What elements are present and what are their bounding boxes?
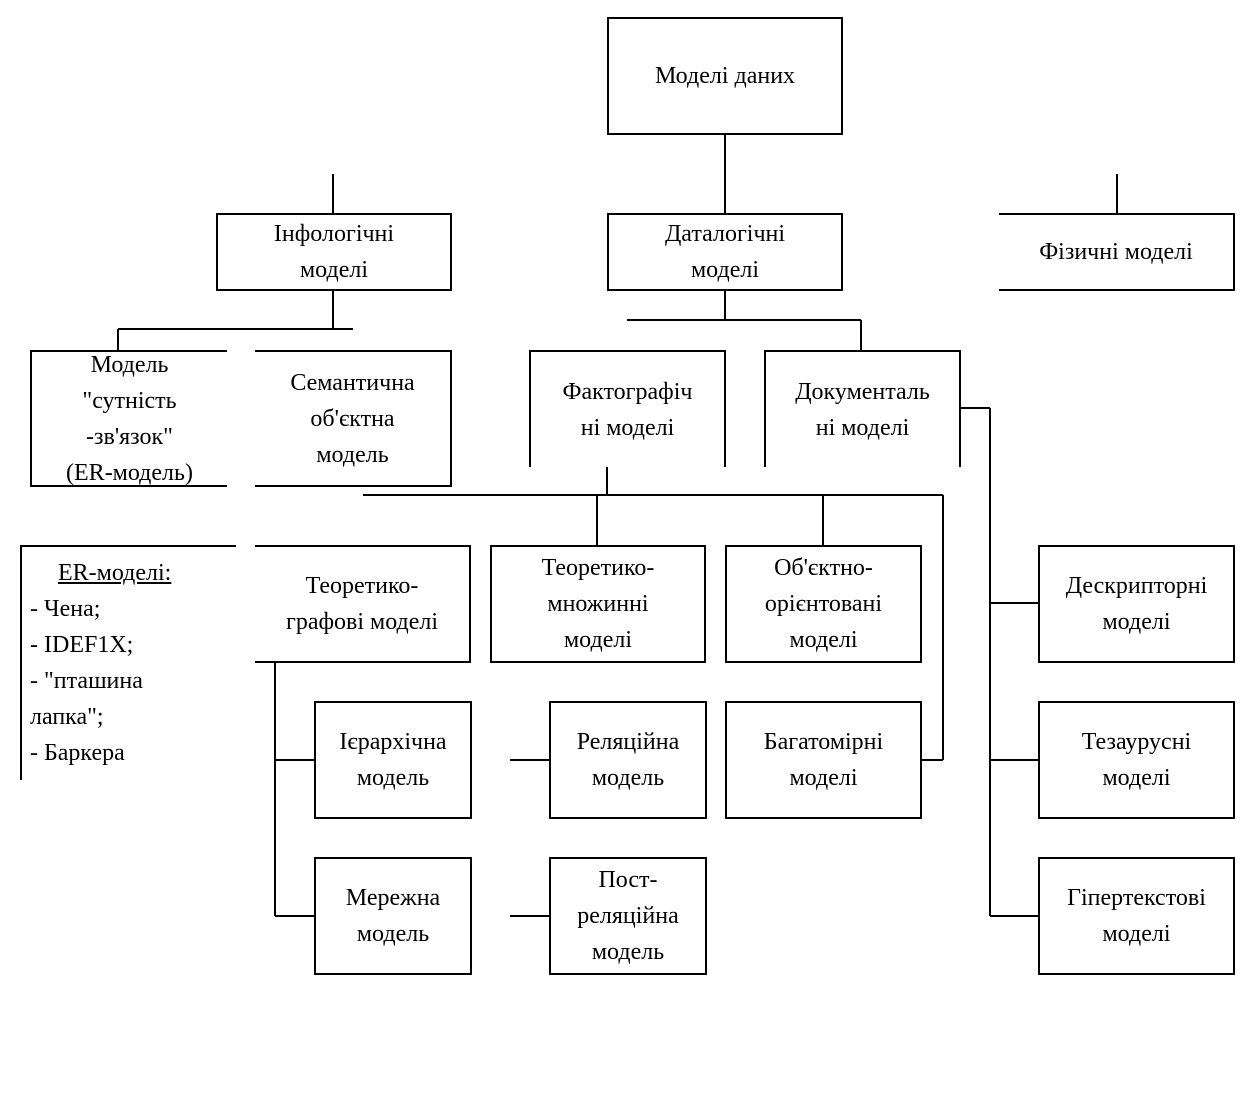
node-physical-models: Фізичні моделі	[999, 213, 1235, 291]
node-descriptor-models: Дескрипторні моделі	[1038, 545, 1235, 663]
node-set-theory-models: Теоретико- множинні моделі	[490, 545, 706, 663]
node-graph-theory-models: Теоретико- графові моделі	[255, 545, 471, 663]
node-factographic-models: Фактографіч ні моделі	[529, 350, 726, 467]
node-relational-model: Реляційна модель	[549, 701, 707, 819]
er-model-item: - "пташина лапка";	[30, 668, 143, 730]
node-hierarchical-model: Ієрархічна модель	[314, 701, 472, 819]
node-thesaurus-models: Тезаурусні моделі	[1038, 701, 1235, 819]
node-datalogical-models: Даталогічні моделі	[607, 213, 843, 291]
er-models-list: ER-моделі: - Чена; - IDEF1X; - "пташина …	[20, 545, 236, 780]
er-model-item: - Баркера	[30, 740, 125, 766]
node-documentary-models: Документаль ні моделі	[764, 350, 961, 467]
node-hypertext-models: Гіпертекстові моделі	[1038, 857, 1235, 975]
er-model-item: - IDEF1X;	[30, 632, 134, 658]
node-semantic-object-model: Семантична об'єктна модель	[255, 350, 452, 487]
node-multidimensional-models: Багатомірні моделі	[725, 701, 922, 819]
er-model-item: - Чена;	[30, 596, 101, 622]
er-models-title: ER-моделі:	[58, 560, 172, 586]
node-post-relational-model: Пост- реляційна модель	[549, 857, 707, 975]
node-network-model: Мережна модель	[314, 857, 472, 975]
node-er-model: Модель "сутність -зв'язок" (ER-модель)	[30, 350, 227, 487]
node-data-models: Моделі даних	[607, 17, 843, 135]
node-object-oriented-models: Об'єктно- орієнтовані моделі	[725, 545, 922, 663]
node-infological-models: Інфологічні моделі	[216, 213, 452, 291]
